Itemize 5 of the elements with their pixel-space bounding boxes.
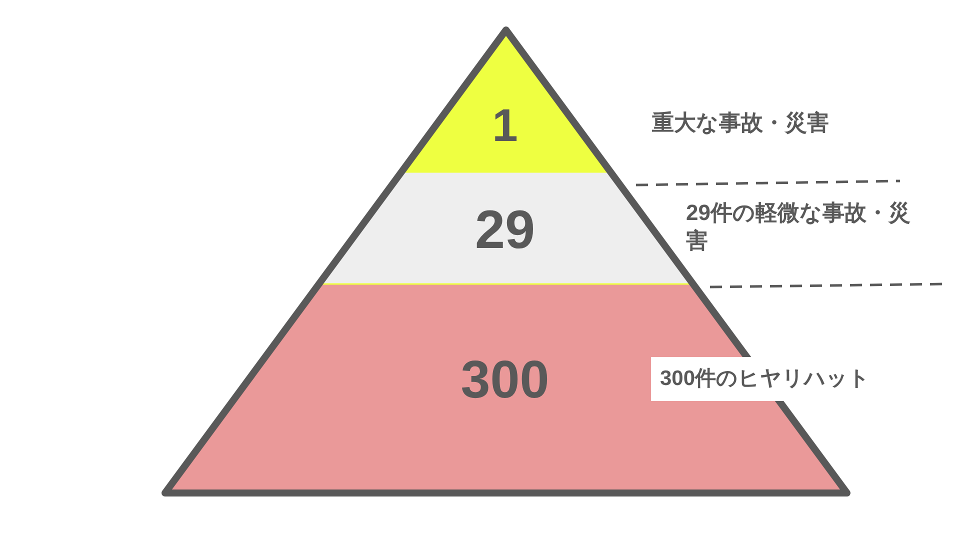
- tier-count: 1: [492, 102, 518, 148]
- tier-count: 300: [460, 354, 550, 406]
- tier-count: 29: [474, 203, 536, 257]
- tier-caption: 29件の軽微な事故・災害: [686, 199, 912, 254]
- tier-caption: 重大な事故・災害: [652, 109, 830, 136]
